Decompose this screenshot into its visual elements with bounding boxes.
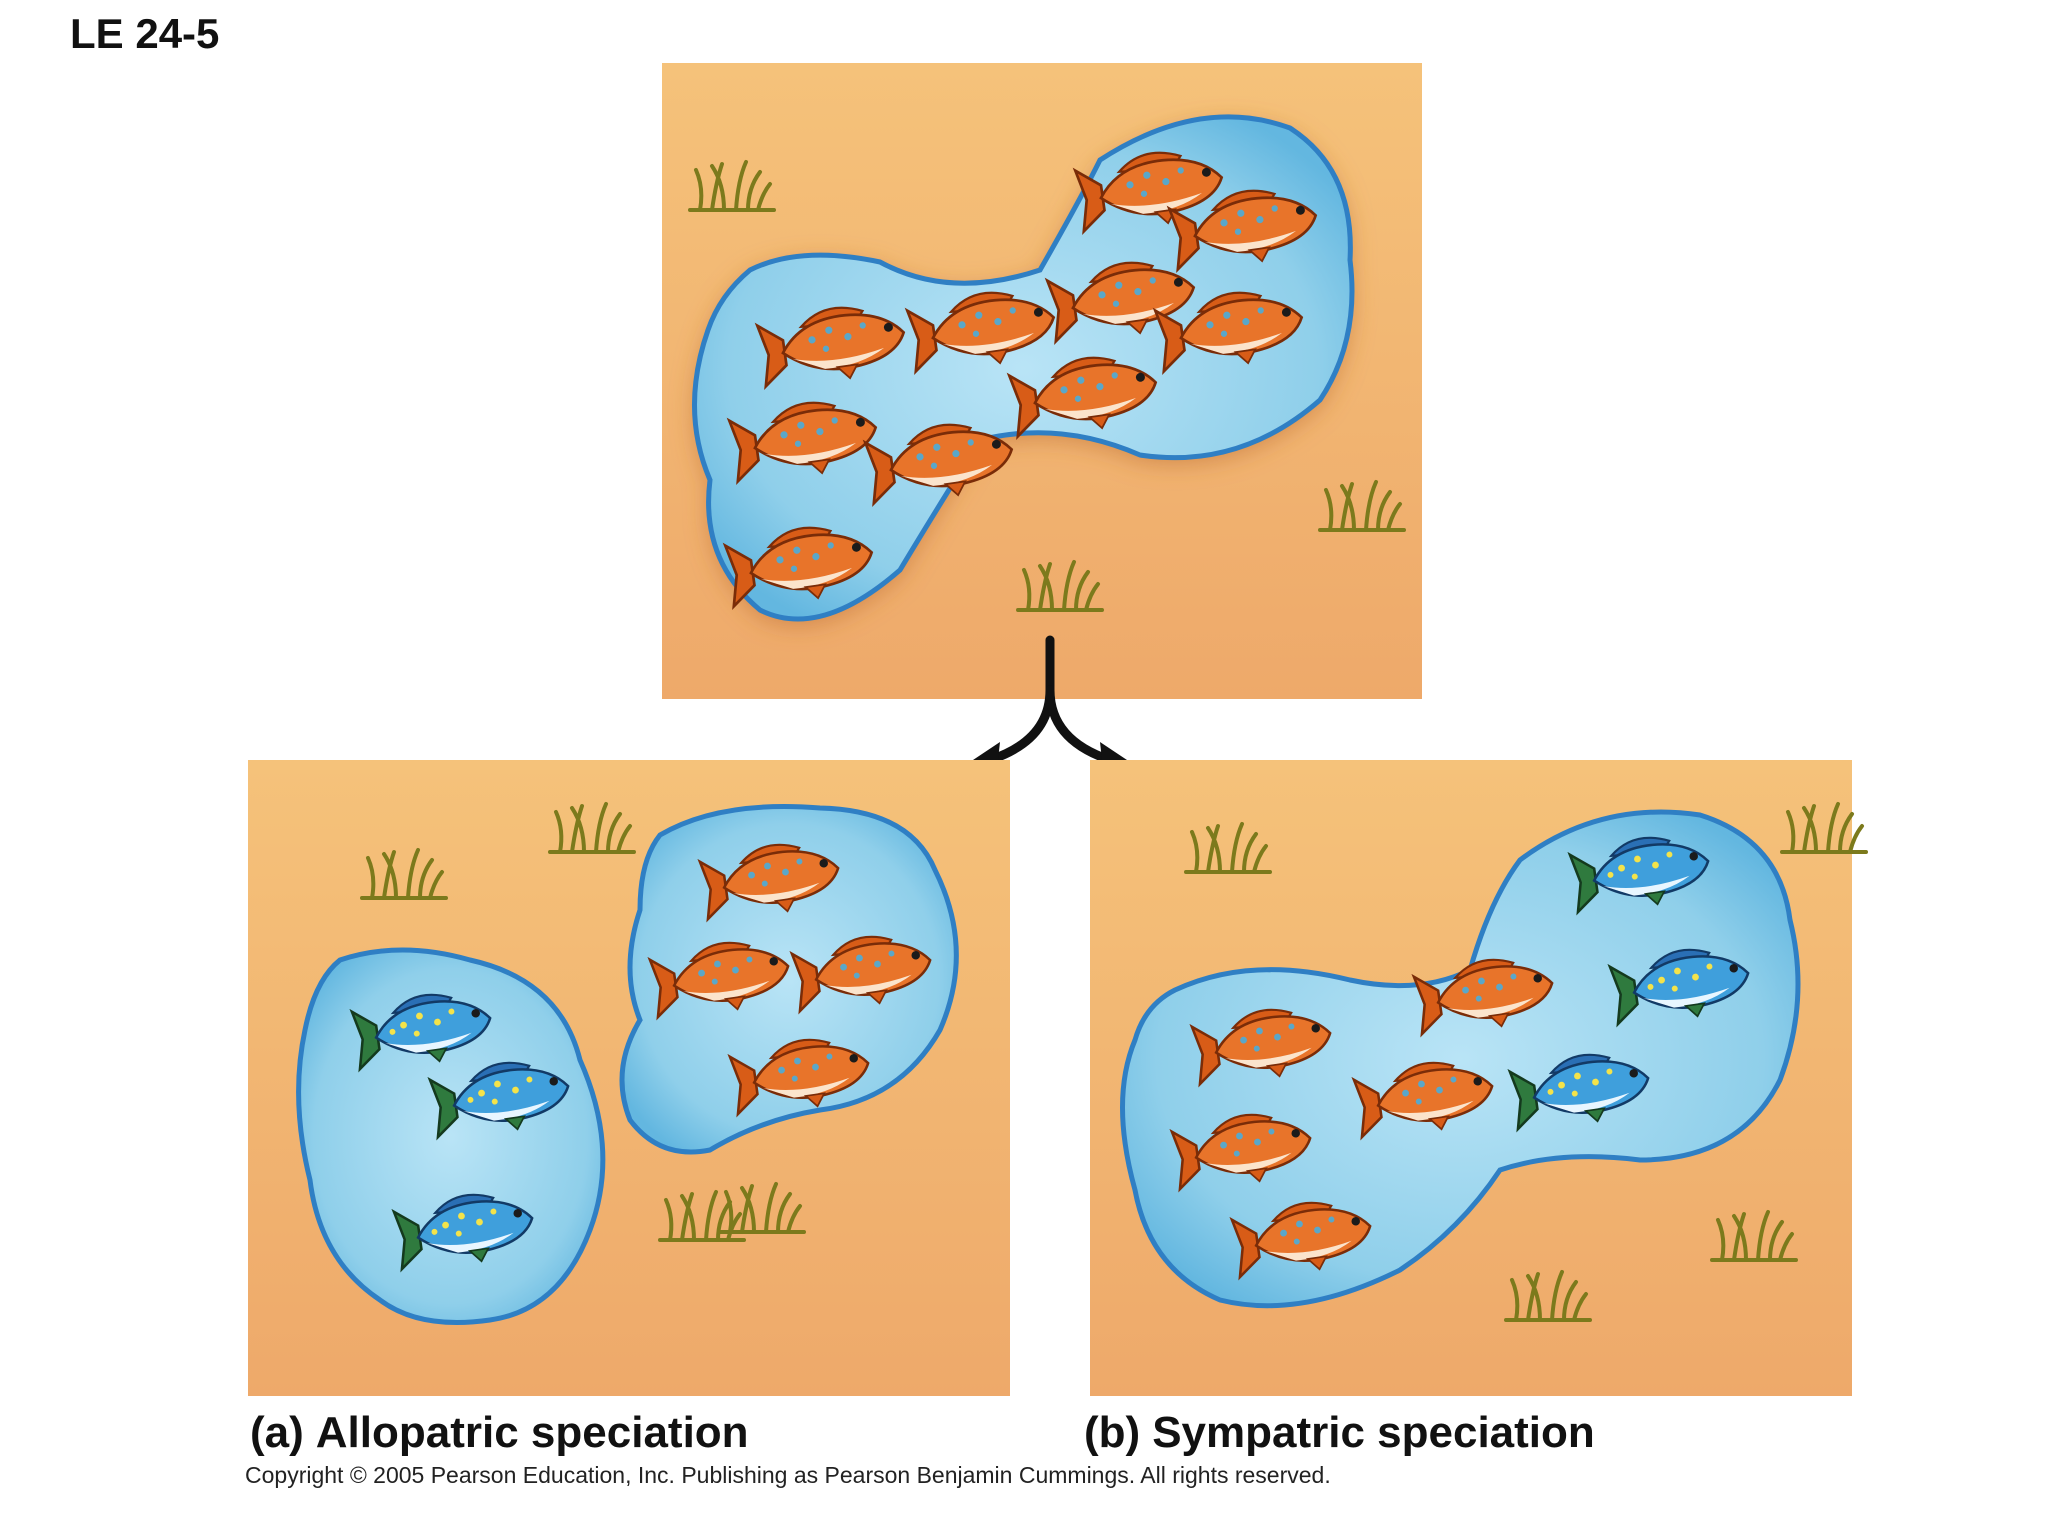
pond-a-right — [619, 804, 959, 1155]
pond-b — [1120, 809, 1801, 1309]
caption-a: (a)Allopatric speciation — [250, 1408, 749, 1458]
caption-a-tag: (a) — [250, 1408, 304, 1457]
caption-a-title: Allopatric speciation — [315, 1408, 749, 1457]
panel-a — [248, 760, 1010, 1396]
figure-label: LE 24-5 — [70, 10, 220, 57]
caption-b: (b)Sympatric speciation — [1084, 1408, 1595, 1458]
top-panel — [662, 63, 1422, 699]
copyright-notice: Copyright © 2005 Pearson Education, Inc.… — [245, 1462, 1331, 1488]
panel-b — [1090, 760, 1868, 1396]
caption-b-title: Sympatric speciation — [1152, 1408, 1595, 1457]
branch-arrow — [985, 635, 1115, 765]
caption-b-tag: (b) — [1084, 1408, 1141, 1457]
